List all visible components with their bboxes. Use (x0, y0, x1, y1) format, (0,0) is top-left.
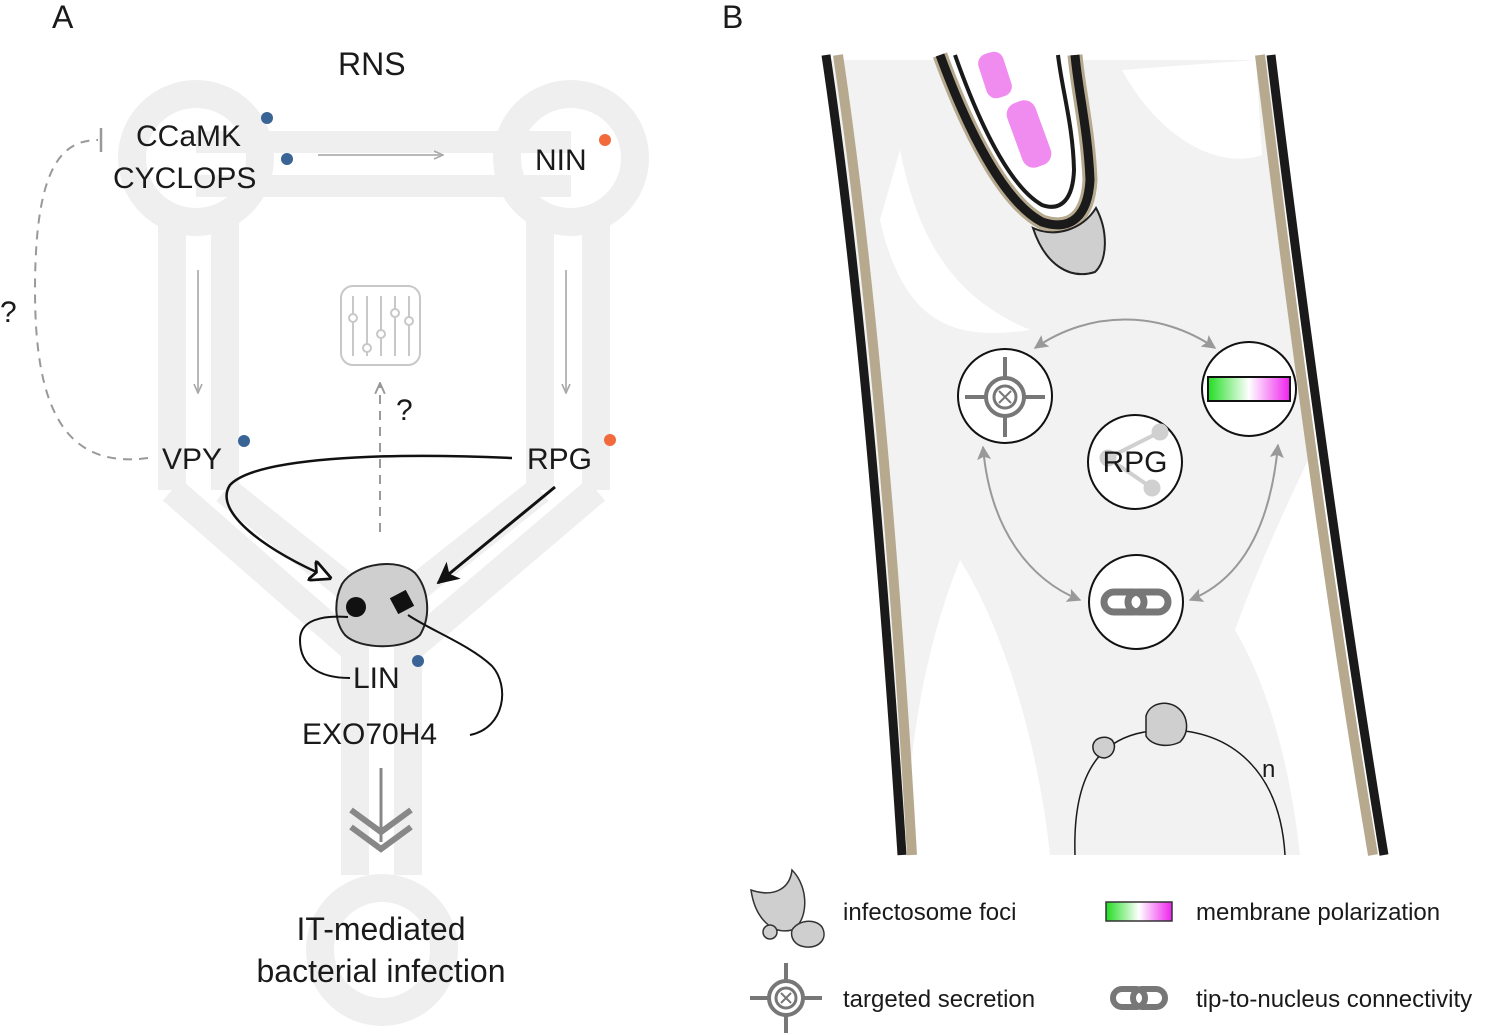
outcome-line-1: IT-mediated (297, 911, 466, 947)
exo70h4-label: EXO70H4 (302, 718, 437, 751)
rpg-hub-label: RPG (1102, 446, 1167, 479)
outcome-line-2: bacterial infection (256, 953, 505, 989)
equalizer-icon (340, 285, 421, 366)
feedback-arrows (977, 318, 1284, 602)
vpy-dot (238, 435, 250, 447)
cell-wall-left-outer (833, 54, 917, 856)
vpy-inhibition-line (33, 139, 149, 461)
legend-polarization-label: membrane polarization (1196, 899, 1440, 926)
legend-connectivity-label: tip-to-nucleus connectivity (1196, 986, 1472, 1013)
legend-infectosome-icon (750, 868, 806, 932)
vacuole-bottom-left (905, 560, 1050, 855)
question-mark-mid: ? (396, 394, 413, 427)
lin-marker (346, 597, 366, 617)
vacuole-left (880, 150, 1030, 333)
legend-infectosome-label: infectosome foci (843, 899, 1016, 926)
infectosome-complex (335, 563, 429, 648)
cell-wall-left (821, 54, 907, 856)
legend-secretion-label: targeted secretion (843, 986, 1035, 1013)
nin-dot (599, 134, 611, 146)
nuclear-focus-large (1145, 702, 1188, 747)
cyclops-dot (281, 153, 293, 165)
vpy-label: VPY (162, 443, 222, 476)
legend-target-icon (750, 963, 822, 1033)
chain-link-icon (1100, 588, 1172, 616)
cyclops-label: CYCLOPS (113, 162, 256, 195)
bacterium-1 (978, 51, 1012, 99)
bacterium-2 (1006, 100, 1052, 168)
nucleus-label: n (1262, 756, 1275, 783)
connectivity-circle (1088, 554, 1184, 650)
panel-b-label: B (722, 0, 743, 35)
exo70h4-connector (407, 614, 504, 736)
vacuole-top-right (1122, 60, 1262, 159)
legend-infectosome-dot-small (762, 924, 778, 940)
exo70h4-marker (389, 589, 415, 615)
legend-polarization-swatch (1105, 901, 1173, 922)
cell-wall-right (1266, 54, 1389, 856)
question-mark-left: ? (0, 296, 17, 329)
cell-wall-right-outer (1255, 54, 1378, 856)
rpg-to-complex-curved-arrow (225, 454, 513, 578)
lin-label: LIN (353, 662, 400, 695)
polarization-gradient-bar (1207, 376, 1291, 402)
ccamk-dot (261, 112, 273, 124)
legend: infectosome foci membrane polarization t… (750, 868, 1472, 1033)
infection-thread-lumen (940, 55, 1090, 225)
pathway-track (118, 80, 649, 1026)
legend-chain-link-icon (1110, 986, 1168, 1010)
rpg-to-complex-straight-arrow (436, 485, 556, 585)
legend-infectosome-dot-large (790, 920, 825, 948)
target-icon (965, 357, 1045, 437)
outcome-chevron-icon (349, 807, 413, 853)
panel-a: A RNS (0, 0, 649, 1026)
nin-label: NIN (535, 144, 587, 177)
nuclear-focus-small (1092, 736, 1116, 759)
infectosome-tip-focus (1031, 206, 1106, 276)
vacuole-right (1235, 380, 1385, 855)
rpg-dot (604, 434, 616, 446)
lin-dot (412, 655, 424, 667)
lin-connector (298, 615, 351, 679)
infection-thread-inner-wall (953, 54, 1077, 209)
panel-a-label: A (52, 0, 74, 35)
panel-b: B (722, 0, 1389, 856)
infection-thread-wall (935, 53, 1095, 230)
rpg-label: RPG (527, 443, 592, 476)
rpg-network-icon (1099, 423, 1169, 497)
ccamk-label: CCaMK (136, 120, 241, 153)
rns-title: RNS (338, 46, 406, 82)
